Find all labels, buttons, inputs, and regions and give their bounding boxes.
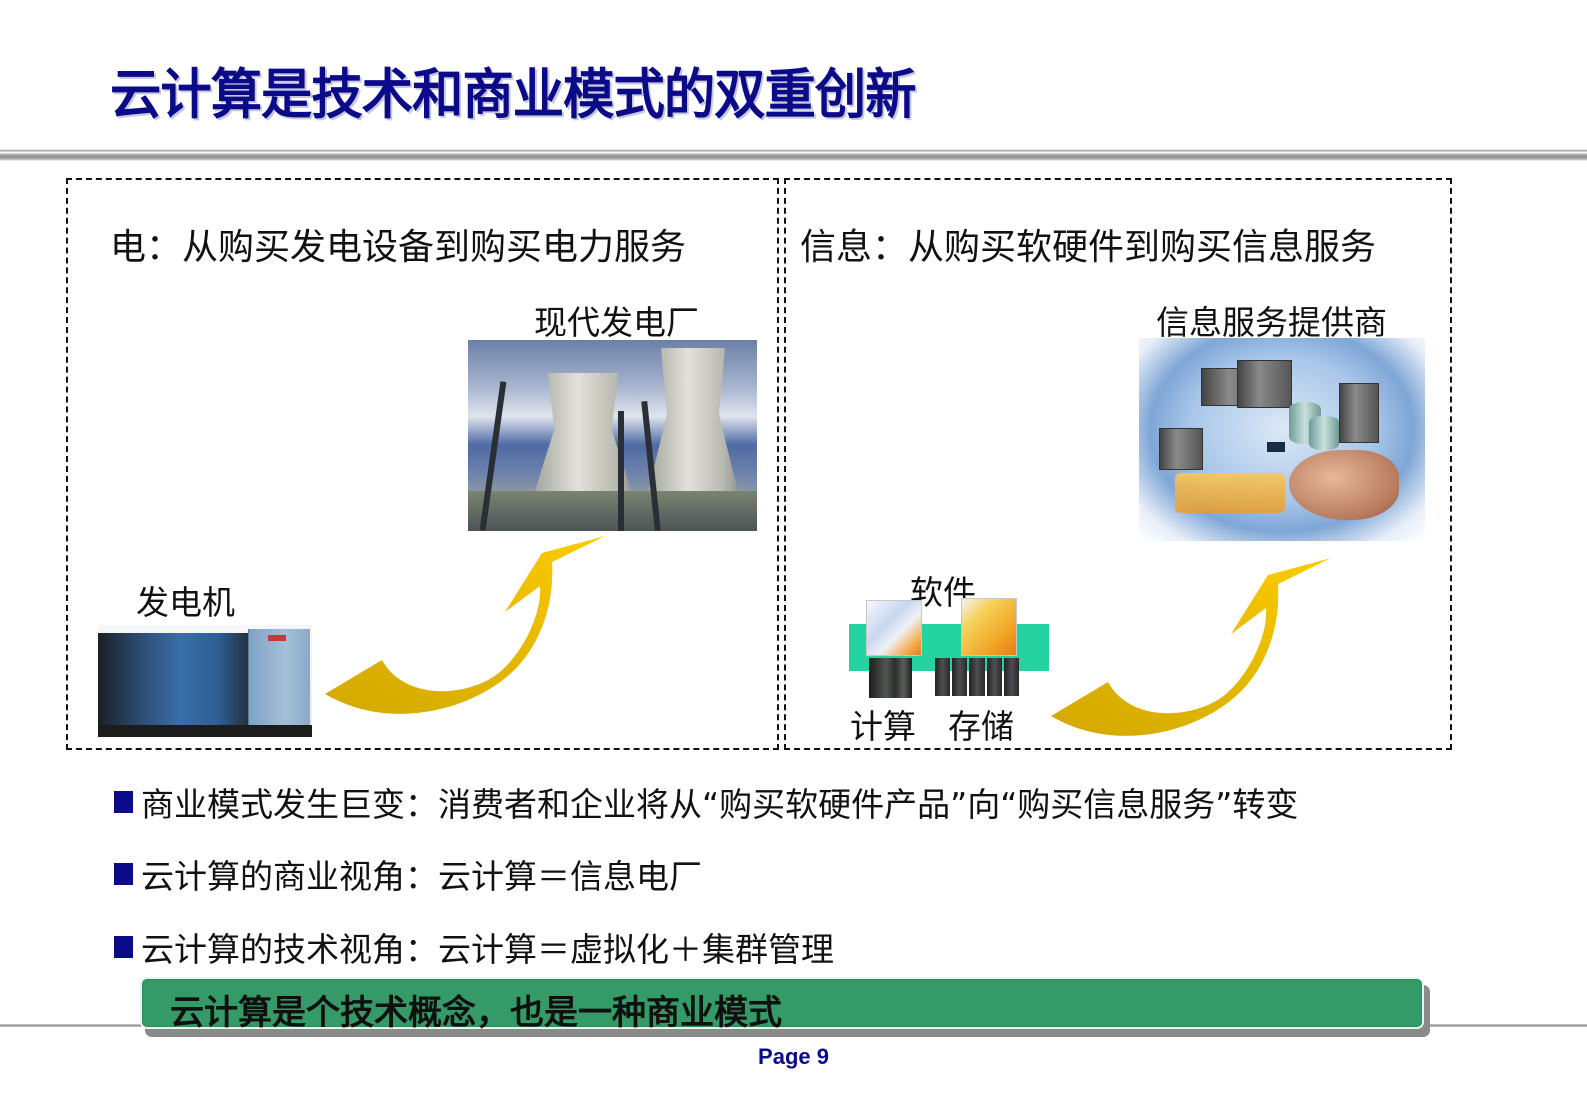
generator-label: 发电机 [136,583,235,622]
compute-server-icon [869,658,912,698]
title-divider [0,149,1587,161]
bullet-text: 云计算的商业视角：云计算＝信息电厂 [141,857,702,896]
list-item: 商业模式发生巨变：消费者和企业将从“购买软硬件产品”向“购买信息服务”转变 [114,778,1298,826]
information-panel [784,178,1452,750]
slide-title: 云计算是技术和商业模式的双重创新 [110,63,917,126]
bullet-text: 云计算的技术视角：云计算＝虚拟化＋集群管理 [141,930,834,969]
compute-label: 计算 [850,707,916,746]
software-box-icon [961,598,1017,656]
upgrade-arrow-icon [325,536,605,714]
storage-label: 存储 [948,707,1014,746]
electricity-heading: 电：从购买发电设备到购买电力服务 [110,227,687,268]
generator-photo [98,625,312,737]
list-item: 云计算的技术视角：云计算＝虚拟化＋集群管理 [114,923,834,971]
power-plant-label: 现代发电厂 [534,303,699,342]
bullet-square-icon [114,791,133,813]
callout-text: 云计算是个技术概念，也是一种商业模式 [170,993,782,1033]
power-plant-photo [468,340,757,531]
info-provider-label: 信息服务提供商 [1156,303,1387,342]
summary-callout: 云计算是个技术概念，也是一种商业模式 [140,977,1424,1033]
information-service-provider-photo [1139,338,1425,541]
list-item: 云计算的商业视角：云计算＝信息电厂 [114,850,702,898]
page-number: Page 9 [758,1044,829,1069]
bullet-square-icon [114,936,133,958]
storage-array-icon [935,658,1020,696]
upgrade-arrow-icon [1051,558,1331,736]
electricity-panel [66,178,779,750]
bullet-text: 商业模式发生巨变：消费者和企业将从“购买软硬件产品”向“购买信息服务”转变 [141,785,1299,824]
bullet-square-icon [114,863,133,885]
information-heading: 信息：从购买软硬件到购买信息服务 [800,227,1377,268]
software-box-icon [866,600,922,656]
